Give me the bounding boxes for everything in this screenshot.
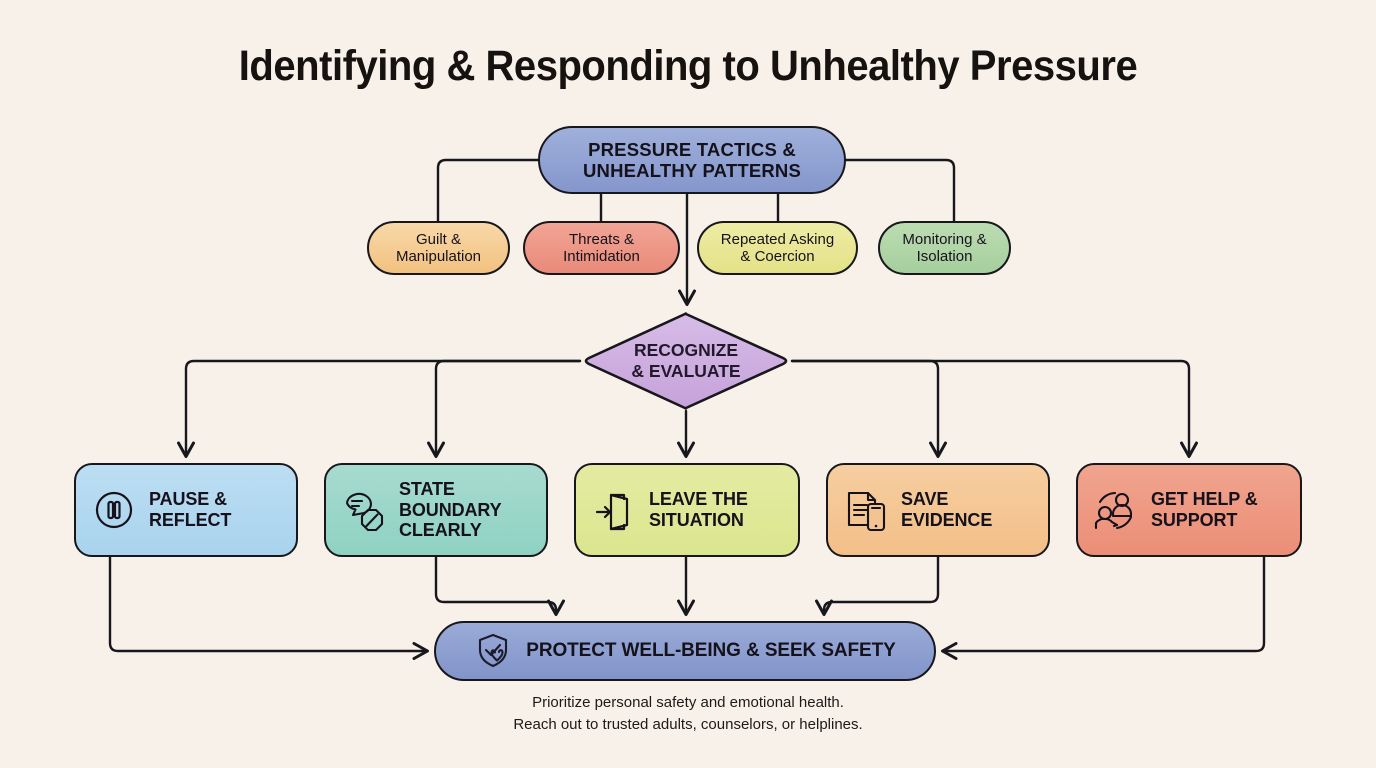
tactic-monitoring-isolation[interactable]: Monitoring & Isolation (878, 221, 1011, 275)
tactic-label-line2: Isolation (916, 248, 973, 265)
tactic-label-line1: Repeated Asking (720, 230, 835, 248)
action-label-line2: BOUNDARY (399, 499, 502, 520)
action-label-line3: CLEARLY (399, 520, 482, 541)
footer-line-2: Reach out to trusted adults, counselors,… (513, 715, 863, 733)
tactic-label-line2: Manipulation (395, 248, 482, 265)
footer-line-1: Prioritize personal safety and emotional… (532, 694, 844, 711)
tactic-label-line1: Monitoring & (902, 230, 987, 248)
action-label-line1: PAUSE & (149, 489, 227, 510)
outcome-label: PROTECT WELL-BEING & SEEK SAFETY (526, 639, 896, 661)
root-label-line1: PRESSURE TACTICS & (588, 138, 796, 160)
tactic-repeated-asking-coercion[interactable]: Repeated Asking & Coercion (697, 221, 858, 275)
action-leave-situation[interactable]: LEAVE THE SITUATION (574, 463, 800, 557)
decision-label-line1: RECOGNIZE (633, 340, 739, 361)
people-support-icon (1090, 484, 1142, 536)
tactic-threats-intimidation[interactable]: Threats & Intimidation (523, 221, 680, 275)
tactic-label-line2: Intimidation (563, 248, 640, 265)
action-label-line2: SITUATION (649, 510, 744, 530)
tactic-label-line1: Threats & (568, 230, 635, 248)
action-label-line1: STATE (399, 479, 455, 500)
page-title: Identifying & Responding to Unhealthy Pr… (238, 42, 1138, 90)
action-label-line1: GET HELP & (1151, 489, 1258, 510)
action-label-line1: SAVE (901, 489, 949, 510)
tactic-label-line2: & Coercion (740, 248, 815, 265)
root-label-line2: UNHEALTHY PATTERNS (582, 160, 802, 181)
node-protect-wellbeing[interactable]: PROTECT WELL-BEING & SEEK SAFETY (434, 621, 936, 681)
pause-circle-icon (88, 484, 140, 536)
exit-door-icon (588, 484, 640, 536)
action-state-boundary[interactable]: STATE BOUNDARY CLEARLY (324, 463, 548, 557)
decision-recognize-evaluate[interactable]: RECOGNIZE & EVALUATE (580, 311, 792, 411)
tactic-label-line1: Guilt & (415, 230, 461, 248)
action-pause-reflect[interactable]: PAUSE & REFLECT (74, 463, 298, 557)
diamond-shape (584, 312, 788, 410)
decision-label-line2: & EVALUATE (631, 361, 741, 381)
action-label-line1: LEAVE THE (649, 489, 748, 510)
speech-bubble-stop-icon (338, 484, 390, 536)
node-pressure-tactics[interactable]: PRESSURE TACTICS & UNHEALTHY PATTERNS (538, 126, 846, 194)
action-label-line2: SUPPORT (1151, 510, 1238, 530)
action-save-evidence[interactable]: SAVE EVIDENCE (826, 463, 1050, 557)
tactic-guilt-manipulation[interactable]: Guilt & Manipulation (367, 221, 510, 275)
action-get-help-support[interactable]: GET HELP & SUPPORT (1076, 463, 1302, 557)
action-label-line2: EVIDENCE (901, 510, 993, 530)
footer-note: Prioritize personal safety and emotional… (0, 692, 1376, 736)
action-label-line2: REFLECT (149, 510, 232, 530)
document-phone-icon (840, 484, 892, 536)
shield-check-heart-icon (474, 630, 516, 672)
